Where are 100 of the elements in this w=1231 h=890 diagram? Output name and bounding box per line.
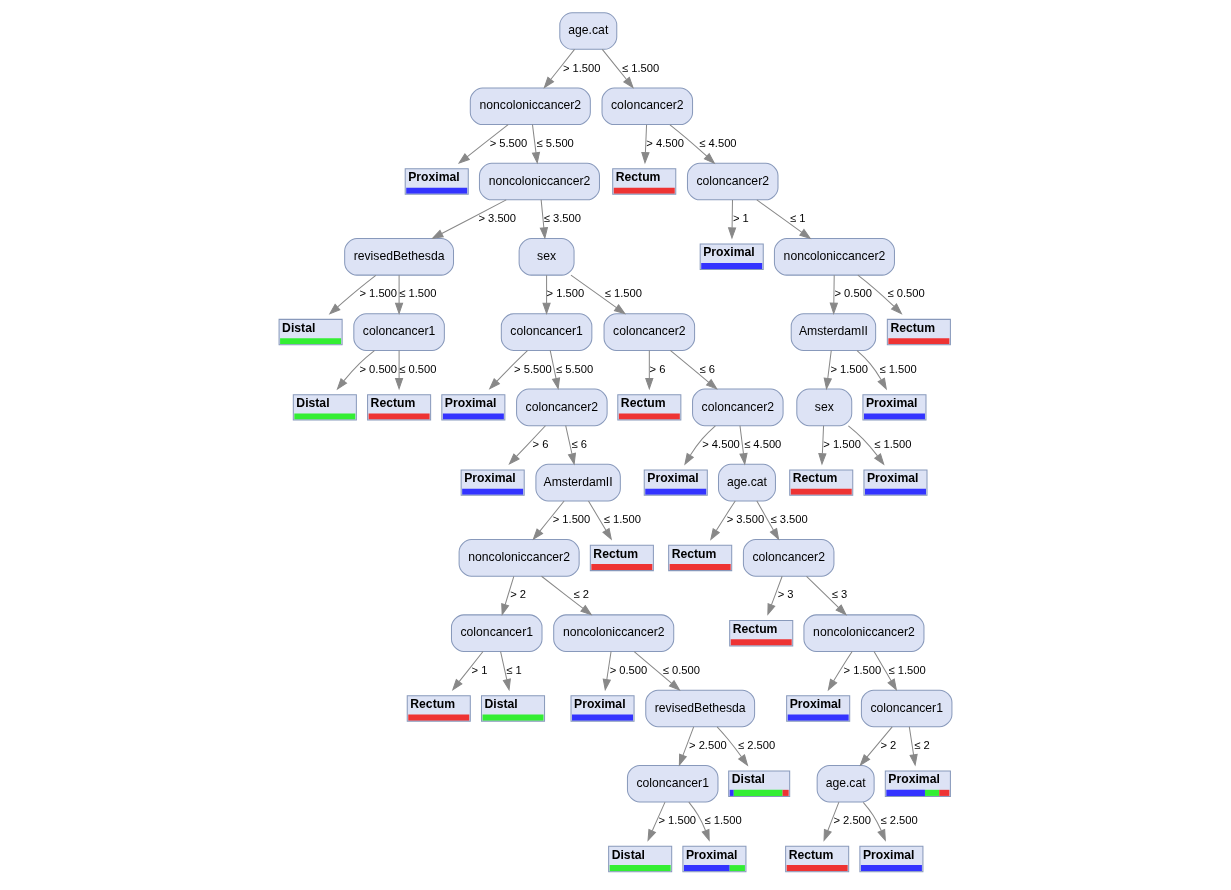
edge-label: > 0.500 (834, 287, 873, 300)
edge-label: > 2.500 (689, 738, 727, 751)
edge-label: ≤ 2.500 (738, 738, 776, 751)
arrow (857, 274, 903, 315)
arrow (645, 349, 654, 391)
edge-label: > 1.500 (823, 437, 861, 450)
node-box: age.cat (816, 764, 875, 803)
arrow (669, 349, 718, 390)
edge-label: ≤ 1.500 (622, 61, 660, 74)
edge-label: > 1.500 (830, 362, 868, 375)
arrow (688, 801, 710, 842)
arrow (601, 48, 634, 89)
edge-label: ≤ 4.500 (699, 136, 737, 149)
arrow (908, 726, 918, 767)
edge-label: ≤ 1.500 (603, 513, 641, 526)
arrow (767, 575, 783, 616)
edge-label: ≤ 0.500 (399, 362, 437, 375)
edge-label: > 0.500 (609, 663, 648, 676)
arrow (716, 726, 749, 767)
node-box: noncoloniccancer2 (478, 162, 600, 201)
edge-label: > 1.500 (546, 287, 585, 300)
edge-label: ≤ 1.500 (888, 663, 926, 676)
arrow (531, 124, 541, 165)
edge-label: ≤ 2 (573, 588, 589, 601)
arrow (847, 425, 885, 466)
edge-label: ≤ 5.500 (536, 136, 574, 149)
edge-label: ≤ 1.500 (879, 362, 917, 375)
arrow (633, 651, 681, 691)
arrow (570, 274, 627, 315)
edge-label: ≤ 1 (506, 663, 522, 676)
arrow (823, 801, 840, 842)
edge-label: > 3.500 (726, 513, 765, 526)
edge-label: ≤ 1.500 (874, 437, 912, 450)
arrow (641, 124, 650, 165)
node-box: noncoloniccancer2 (458, 539, 580, 577)
arrow (394, 274, 404, 315)
edge-label: > 6 (532, 437, 549, 450)
arrow (451, 651, 484, 691)
node-box: age.cat (559, 12, 618, 50)
arrow (541, 575, 593, 616)
edge-label: > 5.500 (489, 136, 528, 149)
node-box: coloncancer2 (601, 87, 694, 126)
arrow (756, 500, 780, 541)
edge-label: > 4.500 (646, 136, 684, 149)
edge-label: > 1.500 (658, 814, 697, 827)
edge-label: > 1.500 (359, 287, 398, 300)
node-box: noncoloniccancer2 (803, 614, 925, 652)
arrow (873, 651, 898, 692)
arrow (431, 199, 507, 240)
arrow (488, 350, 528, 390)
arrow (829, 274, 839, 315)
arrow (856, 350, 887, 391)
arrow (565, 425, 577, 466)
edge-label: ≤ 1.500 (399, 287, 437, 300)
arrow (818, 425, 827, 466)
arrow (823, 349, 833, 391)
edge-label: > 6 (649, 362, 666, 375)
node-box: coloncancer2 (686, 162, 779, 201)
edge-label: > 5.500 (514, 362, 552, 375)
edge-label: > 2 (510, 588, 527, 601)
arrow (394, 349, 404, 391)
node-box: coloncancer1 (860, 689, 953, 728)
arrow (539, 199, 549, 240)
node-box: coloncancer1 (353, 313, 445, 351)
edge-label: ≤ 5.500 (555, 362, 594, 375)
arrow (336, 350, 375, 391)
arrow (543, 48, 576, 89)
arrow (859, 726, 893, 767)
arrow (669, 124, 716, 165)
arrow (549, 349, 561, 391)
edge-label: ≤ 1.500 (604, 287, 642, 300)
arrow (756, 199, 812, 240)
edge-label: ≤ 3.500 (543, 212, 581, 225)
node-box: noncoloniccancer2 (773, 238, 895, 276)
edge-label: > 1.500 (843, 663, 882, 676)
arrow (647, 801, 666, 842)
arrow (827, 651, 853, 692)
arrow (328, 274, 377, 315)
edge-label: ≤ 6 (571, 437, 587, 450)
edge-label: > 3.500 (478, 212, 517, 225)
edge-label: > 1 (732, 212, 749, 225)
arrow (862, 801, 886, 842)
node-box: coloncancer1 (450, 614, 543, 652)
node-box: sex (796, 388, 853, 427)
arrow (532, 500, 565, 541)
arrow (739, 425, 748, 466)
edge-label: ≤ 3.500 (770, 513, 808, 526)
edge-label: > 1.500 (552, 513, 591, 526)
node-box: revisedBethesda (344, 238, 454, 276)
arrow (457, 124, 509, 164)
node-box: noncoloniccancer2 (469, 87, 591, 126)
node-box: coloncancer2 (603, 313, 696, 351)
edge-label: ≤ 6 (699, 362, 716, 375)
arrow (587, 500, 613, 541)
edge-label: ≤ 2 (914, 738, 930, 751)
node-box: coloncancer2 (516, 388, 608, 427)
node-box: age.cat (718, 463, 776, 502)
arrow (678, 726, 695, 767)
node-box: coloncancer2 (692, 388, 784, 427)
arrow (508, 425, 546, 465)
